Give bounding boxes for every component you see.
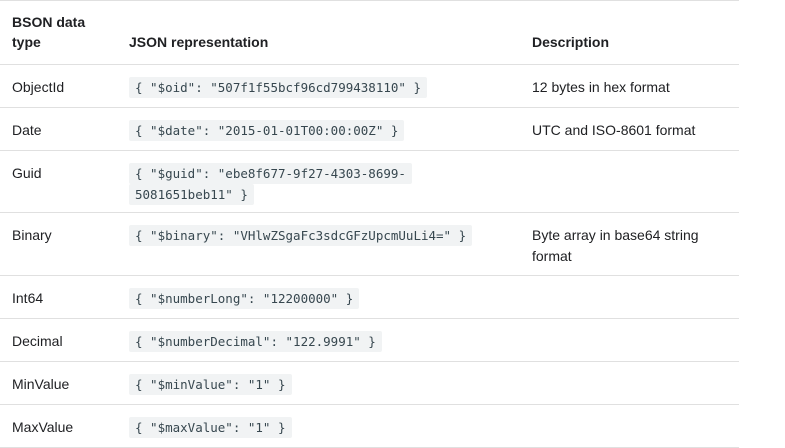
type-cell: MinValue [12,376,70,392]
table-row: Int64 { "$numberLong": "12200000" } [0,276,739,319]
json-code: { "$maxValue": "1" } [129,417,292,438]
json-code: { "$minValue": "1" } [129,374,292,395]
json-code: { "$numberDecimal": "122.9991" } [129,331,382,352]
header-json-representation: JSON representation [129,34,269,50]
type-cell: Binary [12,227,52,243]
json-cell: { "$numberLong": "12200000" } [117,288,520,309]
header-description: Description [532,34,610,50]
type-cell: Decimal [12,333,63,349]
json-cell: { "$date": "2015-01-01T00:00:00Z" } [117,120,520,141]
json-code: { "$guid": "ebe8f677-9f27-4303-8699-5081… [129,163,412,205]
type-cell: ObjectId [12,79,65,95]
type-cell: Guid [12,165,42,181]
header-bson-type: BSON data type [12,14,86,50]
json-code: { "$numberLong": "12200000" } [129,288,360,309]
bson-json-table: BSON data type JSON representation Descr… [0,0,739,448]
type-cell: Int64 [12,290,44,306]
type-cell: MaxValue [12,419,74,435]
description-cell: 12 bytes in hex format [532,79,670,95]
table-row: Decimal { "$numberDecimal": "122.9991" } [0,319,739,362]
description-cell: Byte array in base64 string format [532,227,699,264]
description-cell: UTC and ISO-8601 format [532,122,696,138]
json-code: { "$date": "2015-01-01T00:00:00Z" } [129,120,405,141]
json-cell: { "$maxValue": "1" } [117,417,520,438]
table-header-row: BSON data type JSON representation Descr… [0,1,739,65]
json-cell: { "$minValue": "1" } [117,374,520,395]
json-code: { "$oid": "507f1f55bcf96cd799438110" } [129,77,427,98]
table-row: Guid { "$guid": "ebe8f677-9f27-4303-8699… [0,151,739,213]
json-cell: { "$oid": "507f1f55bcf96cd799438110" } [117,77,520,98]
table-row: MinValue { "$minValue": "1" } [0,362,739,405]
type-cell: Date [12,122,42,138]
json-cell: { "$guid": "ebe8f677-9f27-4303-8699-5081… [117,163,520,205]
table-row: MaxValue { "$maxValue": "1" } [0,405,739,448]
table-row: Binary { "$binary": "VHlwZSgaFc3sdcGFzUp… [0,213,739,276]
json-code: { "$binary": "VHlwZSgaFc3sdcGFzUpcmUuLi4… [129,225,473,246]
json-cell: { "$binary": "VHlwZSgaFc3sdcGFzUpcmUuLi4… [117,225,520,246]
table-row: ObjectId { "$oid": "507f1f55bcf96cd79943… [0,65,739,108]
table-row: Date { "$date": "2015-01-01T00:00:00Z" }… [0,108,739,151]
json-cell: { "$numberDecimal": "122.9991" } [117,331,520,352]
